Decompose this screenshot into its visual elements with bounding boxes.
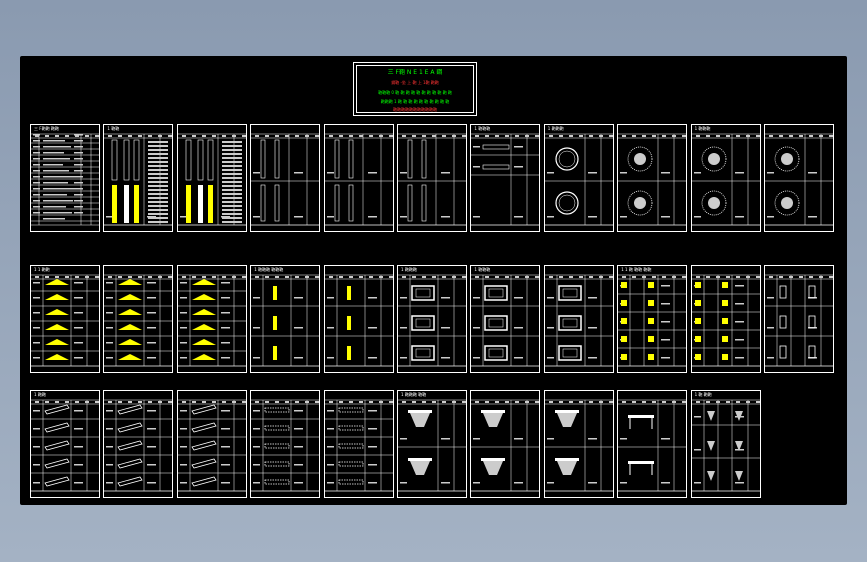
title-block-line: 鞄鞄鞄鞄鞄鞄鞄鞄鞄鞄鞄	[393, 107, 437, 112]
sheet-label: 1 鞄 鞄鞄	[694, 392, 712, 397]
drawing-sheet[interactable]	[764, 265, 834, 373]
drawing-sheet[interactable]: 1 鞄鞄鞄 鞄鞄	[397, 390, 467, 498]
sheet-label: 1 鞄鞄鞄	[547, 126, 564, 131]
sheet-drawing	[251, 133, 320, 226]
sheet-drawing	[765, 133, 833, 226]
drawing-sheet[interactable]	[250, 124, 321, 232]
sheet-drawing	[544, 399, 613, 492]
sheet-drawing	[251, 399, 320, 492]
drawing-sheet[interactable]	[617, 390, 688, 498]
drawing-sheet[interactable]: 1 鞄鞄鞄	[690, 124, 761, 232]
drawing-sheet[interactable]	[397, 124, 467, 232]
sheet-label: 1 鞄鞄鞄	[694, 126, 711, 131]
sheet-drawing	[544, 133, 613, 226]
sheet-drawing	[324, 274, 393, 367]
drawing-sheet[interactable]	[250, 390, 321, 498]
sheet-label: 1 1 鞄鞄	[34, 267, 50, 272]
sheet-drawing	[104, 399, 173, 492]
drawing-sheet[interactable]: 1 鞄鞄鞄	[397, 265, 467, 373]
drawing-sheet[interactable]	[323, 124, 394, 232]
sheet-label: 1 鞄鞄鞄	[474, 126, 491, 131]
sheet-drawing	[618, 399, 687, 492]
sheet-label: 1 鞄鞄	[34, 392, 46, 397]
sheet-drawing	[324, 133, 393, 226]
drawing-sheet[interactable]	[176, 265, 247, 373]
title-block-line: 鋼鞄 -坐 上 鞄 上 1鞄 鞄鞄	[391, 80, 439, 85]
sheet-label: 1 鞄鞄鞄	[474, 267, 491, 272]
sheet-drawing	[691, 133, 760, 226]
sheet-drawing	[324, 399, 393, 492]
sheet-drawing	[104, 133, 173, 226]
sheet-drawing	[398, 274, 466, 367]
drawing-sheet[interactable]	[690, 265, 761, 373]
sheet-label: 1 鞄鞄鞄 鞄鞄	[401, 392, 427, 397]
drawing-sheet[interactable]: 1 鞄鞄鞄	[470, 124, 541, 232]
drawing-sheet[interactable]: 1 鞄 鞄鞄	[690, 390, 761, 498]
sheet-drawing	[31, 399, 99, 492]
drawing-sheet[interactable]	[617, 124, 688, 232]
sheet-drawing	[398, 133, 466, 226]
drawing-sheet[interactable]	[103, 390, 174, 498]
drawing-sheet[interactable]: 三 F鞄鞄 鞄鞄	[30, 124, 100, 232]
drawing-sheet[interactable]: 1 鞄鞄鞄	[470, 265, 541, 373]
title-block: 三 F鞄 N E 1 E A 鋼鋼鞄 -坐 上 鞄 上 1鞄 鞄鞄鞄鞄鞄 0 鞄…	[353, 62, 477, 116]
drawing-sheet[interactable]	[103, 265, 174, 373]
drawing-sheet[interactable]: 1 鞄鞄鞄	[543, 124, 614, 232]
sheet-drawing	[471, 133, 540, 226]
sheet-drawing	[31, 274, 99, 367]
drawing-sheet[interactable]: 1 鞄鞄	[30, 390, 100, 498]
sheet-drawing	[104, 274, 173, 367]
sheet-drawing	[398, 399, 466, 492]
sheet-drawing	[177, 399, 246, 492]
sheet-label: 1 鞄鞄鞄	[401, 267, 417, 272]
drawing-sheet[interactable]	[764, 124, 834, 232]
sheet-drawing	[618, 274, 687, 367]
sheet-drawing	[471, 399, 540, 492]
sheet-drawing	[765, 274, 833, 367]
sheet-drawing	[251, 274, 320, 367]
drawing-sheet[interactable]	[543, 265, 614, 373]
drawing-sheet[interactable]: 1 鞄鞄鞄 鞄鞄鞄	[250, 265, 321, 373]
drawing-sheet[interactable]	[323, 265, 394, 373]
sheet-label: 1 1 鞄 鞄鞄 鞄鞄	[621, 267, 652, 272]
sheet-label: 1 鞄鞄	[107, 126, 120, 131]
drawing-sheet[interactable]: 1 1 鞄 鞄鞄 鞄鞄	[617, 265, 688, 373]
sheet-drawing	[618, 133, 687, 226]
title-block-line: 鞄鞄鞄 0 鞄 鞄 鞄 鞄 鞄 鞄 鞄 鞄 鞄 鞄 鞄	[378, 90, 452, 95]
sheet-label: 三 F鞄鞄 鞄鞄	[34, 126, 59, 131]
title-block-line: 鞄鞄鞄 1 鞄 鞄 鞄 鞄 鞄 鞄 鞄 鞄 鞄 鞄	[380, 99, 450, 104]
title-block-line: 三 F鞄 N E 1 E A 鋼	[387, 69, 443, 76]
drawing-sheet[interactable]	[176, 124, 247, 232]
cad-drawing-canvas[interactable]: 三 F鞄 N E 1 E A 鋼鋼鞄 -坐 上 鞄 上 1鞄 鞄鞄鞄鞄鞄 0 鞄…	[20, 56, 847, 505]
sheet-drawing	[471, 274, 540, 367]
drawing-sheet[interactable]: 1 鞄鞄	[103, 124, 174, 232]
drawing-sheet[interactable]	[543, 390, 614, 498]
sheet-drawing	[177, 274, 246, 367]
sheet-drawing	[691, 399, 760, 492]
drawing-sheet[interactable]	[470, 390, 541, 498]
drawing-sheet[interactable]	[176, 390, 247, 498]
sheet-drawing	[544, 274, 613, 367]
drawing-sheet[interactable]	[323, 390, 394, 498]
sheet-label: 1 鞄鞄鞄 鞄鞄鞄	[254, 267, 284, 272]
sheet-drawing	[177, 133, 246, 226]
drawing-sheet[interactable]: 1 1 鞄鞄	[30, 265, 100, 373]
sheet-drawing	[691, 274, 760, 367]
sheet-drawing	[31, 133, 99, 226]
